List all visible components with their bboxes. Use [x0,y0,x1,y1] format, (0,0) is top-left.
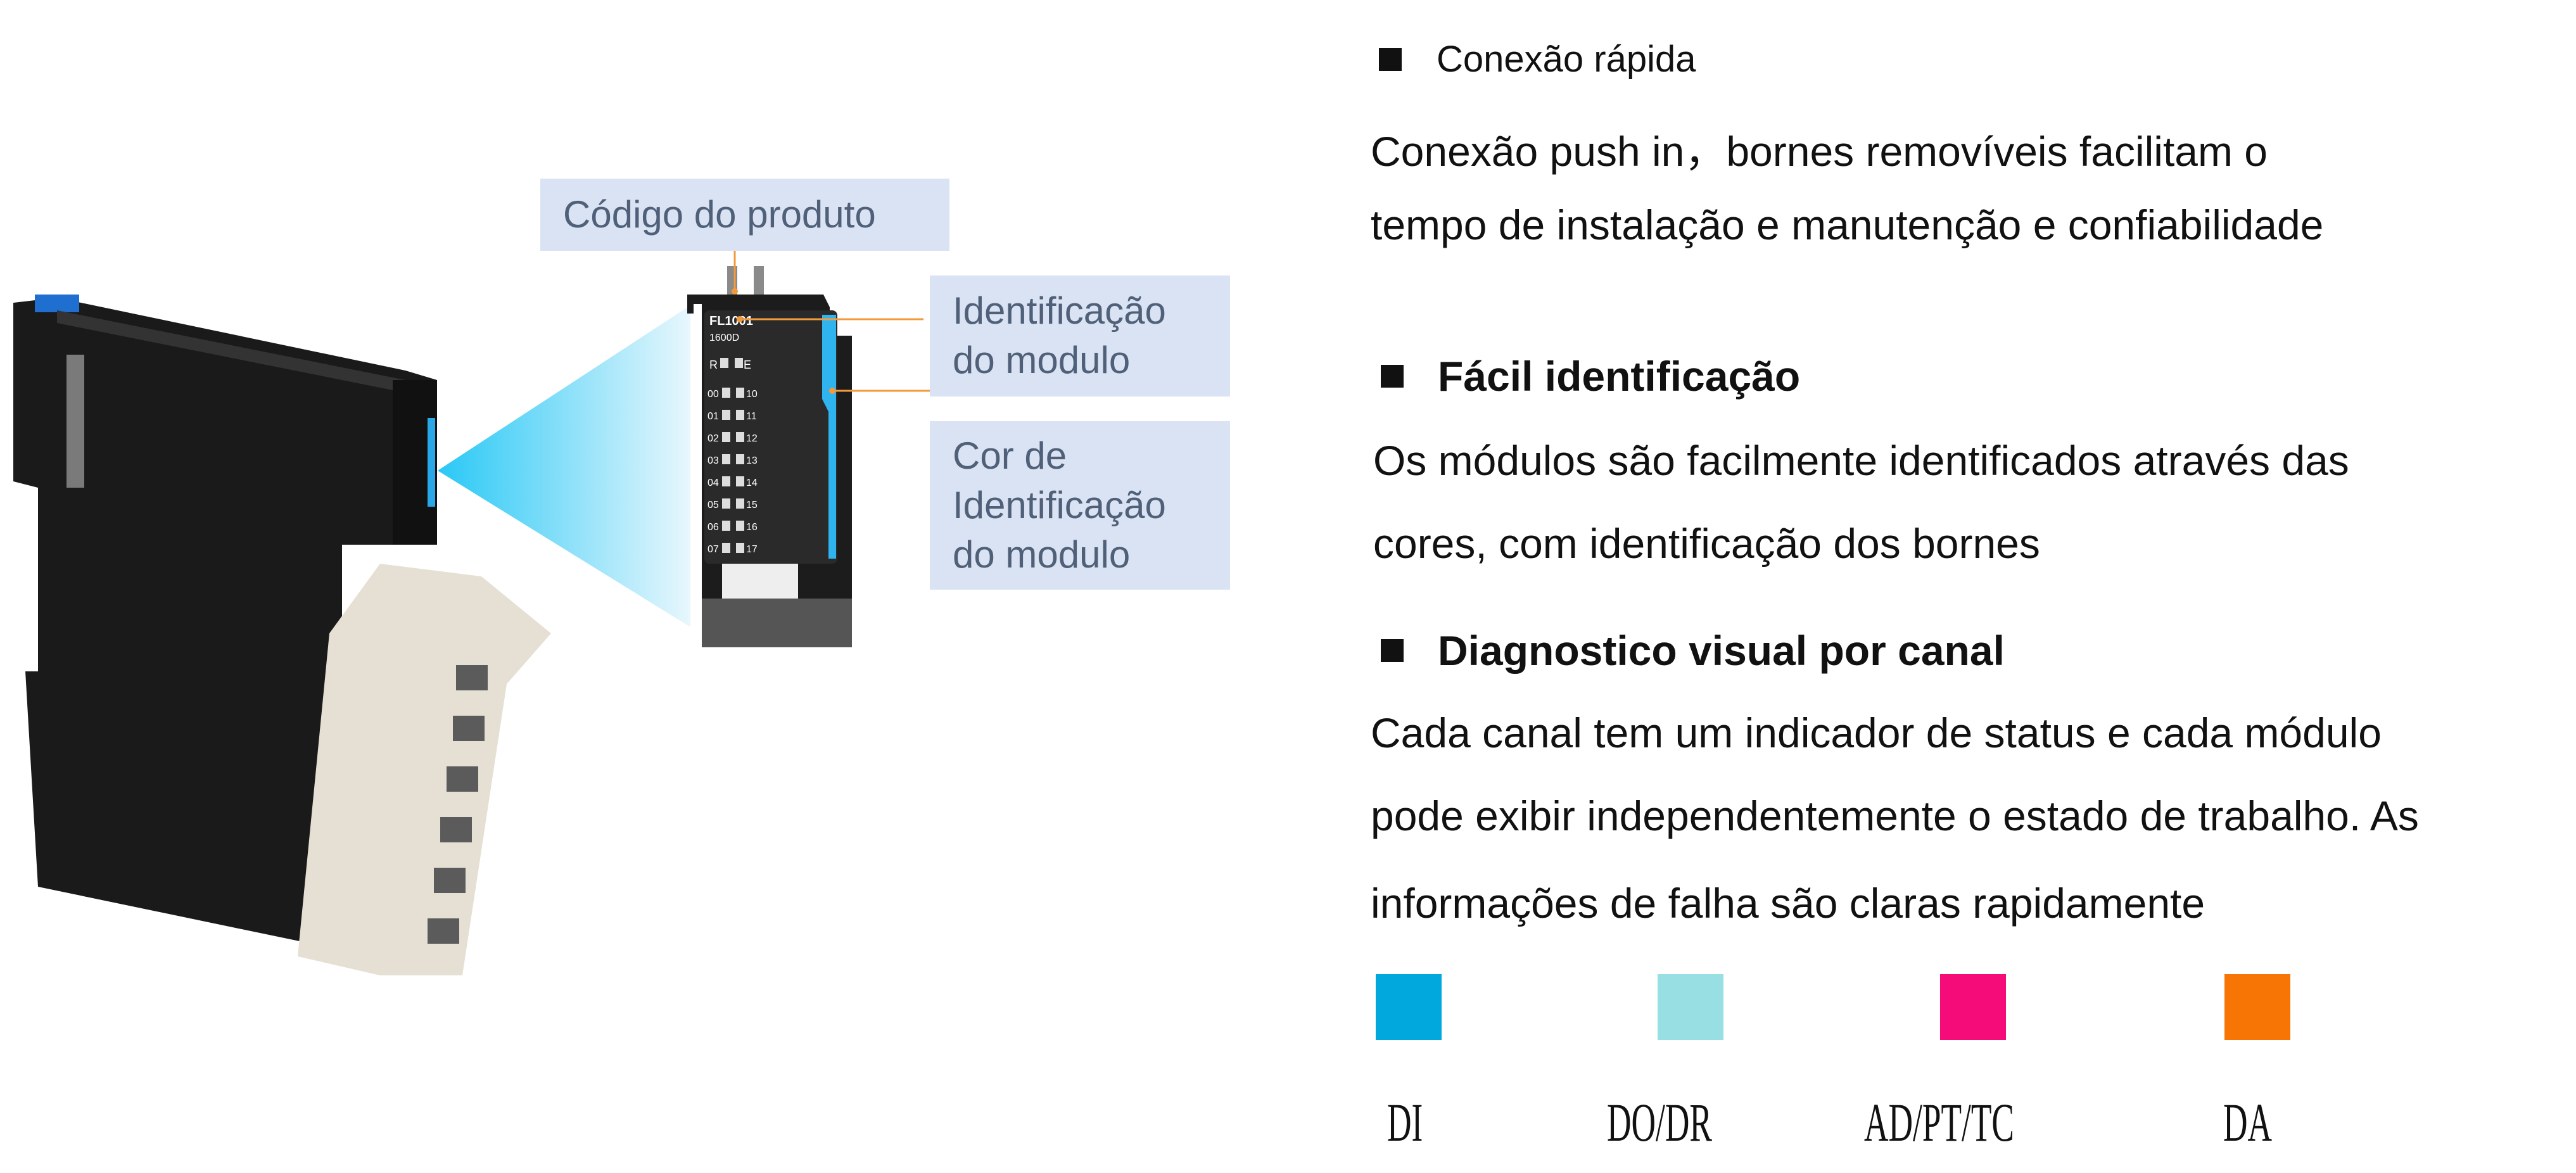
channel-label: 13 [746,455,758,466]
zoom-beam [438,305,690,627]
feature-title: Fácil identificação [1438,353,1801,400]
module-front-panel: FL1001 1600D R E 00 10 01 11 02 12 03 13 04 14 05 1… [687,247,930,647]
led-error [735,358,743,368]
channel-label: 12 [746,433,758,444]
channel-label: 07 [707,544,719,555]
channel-label: 16 [746,522,758,533]
legend-swatch-di [1376,974,1442,1040]
feature-text: tempo de instalação e manutenção e confi… [1371,201,2324,248]
legend-label: DI [1387,1092,1423,1153]
channel-led [736,432,744,442]
callout-text: Cor de [953,434,1067,477]
channel-label: 03 [707,455,719,466]
channel-led [736,543,744,553]
callout-module-color: Cor de Identificação do modulo [930,421,1230,590]
channel-led [736,498,744,509]
channel-led [736,521,744,531]
channel-led [736,454,744,464]
channel-led [722,454,730,464]
legend-swatch-do-dr [1658,974,1723,1040]
legend-swatch-ad-pt-tc [1940,974,2006,1040]
legend-label: DA [2223,1092,2273,1153]
channel-led [736,388,744,398]
channel-label: 04 [707,478,719,488]
channel-led [722,388,730,398]
feature-text: pode exibir independentemente o estado d… [1371,792,2419,839]
channel-led [722,476,730,486]
led-run [720,358,728,368]
feature-title: Diagnostico visual por canal [1438,627,2005,674]
product-illustration: FL1001 1600D R E 00 10 01 11 02 12 03 13 04 14 05 1… [13,247,930,975]
feature-title: Conexão rápida [1437,39,1696,80]
channel-label: 01 [707,411,719,422]
callout-text: do modulo [953,533,1131,576]
channel-led [722,410,730,420]
feature-text: informações de falha são claras rapidame… [1371,880,2205,927]
channel-led [722,521,730,531]
channel-led [722,498,730,509]
channel-label: 10 [746,389,758,400]
channel-led [736,476,744,486]
bullet-square-icon [1381,365,1404,388]
channel-label: 06 [707,522,719,533]
model-code: FL1001 [709,314,753,328]
channel-label: 02 [707,433,719,444]
channel-label: 11 [746,411,757,422]
feature-text: Cada canal tem um indicador de status e … [1371,709,2382,756]
callout-text: Código do produto [563,193,876,236]
feature-text: Conexão push in，bornes removíveis facili… [1371,128,2268,175]
channel-led [722,543,730,553]
callout-module-id: Identificação do modulo [930,276,1230,396]
led-label-error: E [744,358,751,371]
channel-label: 14 [746,478,758,488]
channel-led [736,410,744,420]
feature-text: cores, com identificação dos bornes [1373,520,2040,567]
led-label-run: R [709,358,718,371]
legend-label: DO/DR [1607,1092,1712,1153]
feature-text: Os módulos são facilmente identificados … [1373,437,2349,484]
callout-text: Identificação [953,289,1166,332]
legend-swatch-da [2224,974,2290,1040]
callout-text: Identificação [953,484,1166,526]
model-variant: 1600D [709,333,739,343]
channel-label: 17 [746,544,758,555]
channel-label: 15 [746,500,758,510]
channel-label: 05 [707,500,719,510]
terminal-block [298,564,551,975]
channel-label: 00 [707,389,719,400]
bullet-square-icon [1381,639,1404,662]
channel-led [722,432,730,442]
legend-label: AD/PT/TC [1864,1092,2015,1153]
callout-text: do modulo [953,339,1131,381]
bullet-square-icon [1379,48,1402,71]
callout-product-code: Código do produto [540,179,949,251]
